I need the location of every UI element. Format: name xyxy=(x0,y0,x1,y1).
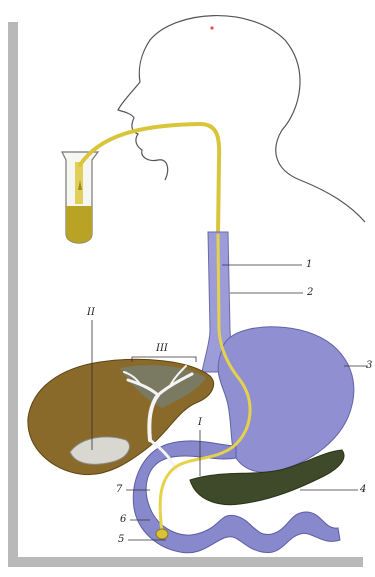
head-profile xyxy=(118,16,365,222)
label-tube-outer: 2 xyxy=(307,288,313,298)
probe-tube xyxy=(80,124,219,235)
label-papilla: I xyxy=(198,418,202,428)
stomach xyxy=(218,327,354,472)
label-duodenum-wall: 6 xyxy=(120,515,126,525)
probe-olive xyxy=(156,529,168,539)
frame-left xyxy=(8,22,18,567)
label-stomach: 3 xyxy=(366,361,372,371)
label-probe-tip: 5 xyxy=(118,535,124,545)
marker-dot xyxy=(210,26,213,29)
label-pancreas: 4 xyxy=(360,485,366,495)
label-common-bile-duct: 7 xyxy=(116,485,122,495)
frame-bottom xyxy=(8,557,363,567)
label-bile-ducts: III xyxy=(156,344,168,354)
label-tube-inner: 1 xyxy=(306,260,312,270)
label-gallbladder: II xyxy=(87,308,95,318)
